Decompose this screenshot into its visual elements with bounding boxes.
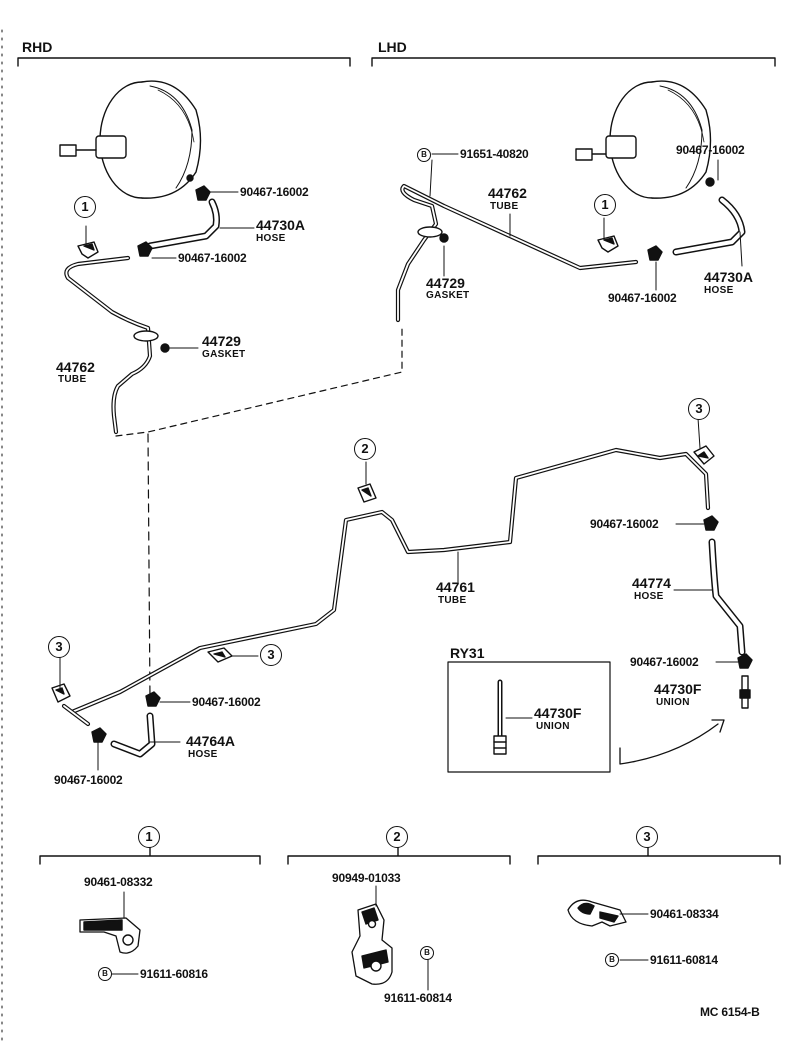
left-clip-lower-mark [91,727,107,743]
lhd-label: LHD [378,39,407,55]
rhd-clip-upper-label: 90467-16002 [240,185,309,199]
rhd-tube-number: 44762 [56,359,95,375]
rhd-callout-1: 1 [74,196,96,218]
left-hose-number: 44764A [186,733,236,749]
detail-2-bracket-label: 90949-01033 [332,871,401,885]
lhd-gasket-number: 44729 [426,275,465,291]
detail-1-bolt-label: 91611-60816 [140,967,208,981]
rhd-clip-lower-mark [137,241,153,257]
inset-union-44730F [493,679,507,755]
right-hose-name: HOSE [634,591,664,602]
right-union-name: UNION [656,697,690,708]
rhd-hose-44730A [146,198,220,250]
callout-3-upper-right: 3 [688,398,710,420]
lhd-clip-lower-label: 90467-16002 [608,291,677,305]
right-union-44730F [739,675,751,709]
left-tube-end [61,703,91,727]
lhd-tube-number: 44762 [488,185,527,201]
right-clip-lower-mark [737,653,753,669]
callout-3-mid: 3 [260,644,282,666]
dashed-connector-vertical [147,433,151,701]
detail-2-bracket [287,845,511,865]
detail-1-bracket-part [79,891,141,975]
rhd-clip-upper-mark [195,185,211,201]
detail-3-bracket-part [567,899,649,961]
detail-1-callout: 1 [138,826,160,848]
detail-1-bolt-badge: B [98,967,112,981]
rhd-tube-name: TUBE [58,374,87,385]
clamp-3-upper-mark [693,445,715,465]
detail-2-bolt-label: 91611-60814 [384,991,452,1005]
right-union-number: 44730F [654,681,702,697]
right-hose-number: 44774 [632,575,671,591]
left-clip-lower-label: 90467-16002 [54,773,123,787]
lhd-gasket-name: GASKET [426,290,470,301]
lhd-header-bracket [371,57,776,67]
lhd-bracket-1-mark [597,235,619,253]
detail-3-callout: 3 [636,826,658,848]
rhd-tube-44762 [64,255,153,435]
detail-2-bracket-part [351,885,429,991]
clamp-2-mark [357,483,377,503]
inset-arrow [619,719,725,765]
rhd-bracket-1-mark [77,241,99,259]
detail-3-bracket [537,845,781,865]
detail-2-callout: 2 [386,826,408,848]
rhd-gasket-name: GASKET [202,349,246,360]
lhd-bolt-label: 91651-40820 [460,147,529,161]
detail-2-bolt-badge: B [420,946,434,960]
figure-code: MC 6154-B [700,1005,760,1019]
lhd-hose-44730A [672,196,746,256]
lhd-bolt-badge: B [417,148,431,162]
detail-1-bracket-label: 90461-08332 [84,875,153,889]
detail-3-bracket-label: 90461-08334 [650,907,719,921]
rhd-hose-name: HOSE [256,233,286,244]
right-clip-upper-label: 90467-16002 [590,517,659,531]
rhd-brake-booster [59,80,202,199]
lhd-hose-number: 44730A [704,269,754,285]
lhd-clip-lower-mark [647,245,663,261]
inset-union-name: UNION [536,721,570,732]
left-hose-name: HOSE [188,749,218,760]
dashed-connector-rhd-lhd [115,325,403,437]
lhd-hose-name: HOSE [704,285,734,296]
ry31-inset-box [447,661,611,773]
rhd-hose-number: 44730A [256,217,306,233]
lhd-callout-1: 1 [594,194,616,216]
inset-union-number: 44730F [534,705,582,721]
lhd-brake-booster [575,80,715,199]
ry31-label: RY31 [450,645,485,661]
main-tube-number: 44761 [436,579,475,595]
left-hose-44764A [110,712,156,758]
detail-1-bracket [39,845,261,865]
leader-lines [59,153,743,771]
main-tube-name: TUBE [438,595,467,606]
rhd-clip-lower-label: 90467-16002 [178,251,247,265]
rhd-label: RHD [22,39,53,55]
lhd-tube-name: TUBE [490,201,519,212]
right-clip-lower-label: 90467-16002 [630,655,699,669]
lhd-gasket-mark [417,226,449,243]
clamp-3-left-mark [51,683,71,703]
callout-2-main: 2 [354,438,376,460]
detail-3-bolt-badge: B [605,953,619,967]
main-tube-44761 [69,447,711,715]
lhd-clip-upper-label: 90467-16002 [676,143,745,157]
callout-3-left: 3 [48,636,70,658]
right-hose-44774 [708,538,746,656]
right-clip-upper-mark [703,515,719,531]
detail-3-bolt-label: 91611-60814 [650,953,718,967]
clamp-3-mid-mark [207,647,233,663]
left-clip-mid-label: 90467-16002 [192,695,261,709]
left-clip-mid-mark [145,691,161,707]
rhd-gasket-number: 44729 [202,333,241,349]
rhd-header-bracket [17,57,351,67]
